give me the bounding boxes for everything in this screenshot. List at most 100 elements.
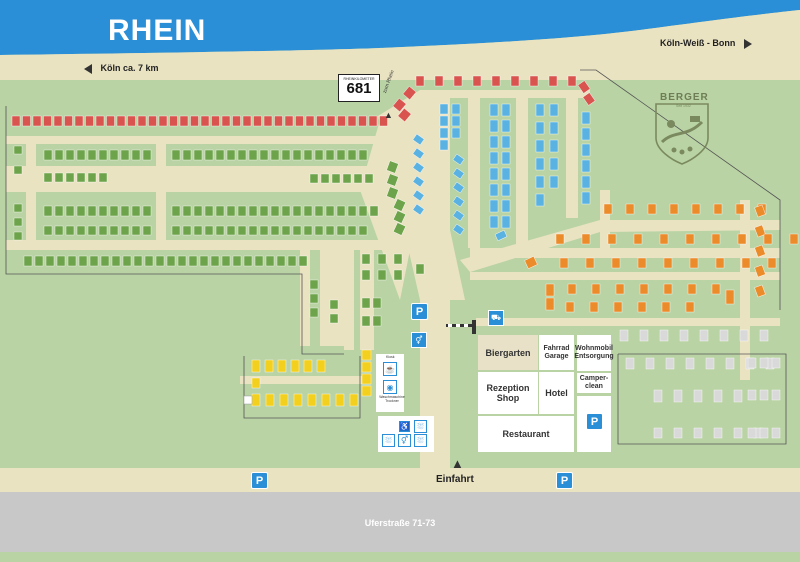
pitch[interactable] [693,389,703,403]
pitch[interactable] [510,75,520,87]
pitch[interactable] [451,115,461,127]
pitch[interactable] [270,225,280,236]
pitch[interactable] [158,115,168,127]
pitch[interactable] [663,257,673,269]
pitch[interactable] [535,175,545,189]
pitch[interactable] [393,269,403,281]
pitch[interactable] [735,203,745,215]
pitch[interactable] [65,172,75,183]
pitch[interactable] [637,301,647,313]
pitch[interactable] [491,75,501,87]
pitch[interactable] [377,269,387,281]
pitch[interactable] [567,283,577,295]
pitch[interactable] [76,205,86,217]
pitch[interactable] [109,205,119,217]
pitch[interactable] [177,255,187,267]
pitch[interactable] [386,186,399,200]
pitch[interactable] [549,121,559,135]
pitch[interactable] [293,393,303,407]
pitch[interactable] [489,167,499,181]
pitch[interactable] [65,225,75,236]
pitch[interactable] [13,217,23,227]
pitch[interactable] [759,389,769,401]
pitch[interactable] [76,172,86,183]
pitch[interactable] [199,255,209,267]
pitch[interactable] [358,205,368,217]
parking-icon[interactable]: P [586,413,603,430]
rezeption-shop[interactable]: Rezeption Shop [478,372,538,414]
pitch[interactable] [754,264,766,278]
biergarten[interactable]: Biergarten [485,347,531,358]
pitch[interactable] [549,103,559,117]
pitch[interactable] [182,205,192,217]
pitch[interactable] [13,231,23,241]
pitch[interactable] [412,147,425,160]
pitch[interactable] [56,255,66,267]
pitch[interactable] [171,149,181,161]
pitch[interactable] [336,205,346,217]
pitch[interactable] [263,115,273,127]
pitch[interactable] [326,115,336,127]
pitch[interactable] [361,253,371,265]
pitch[interactable] [120,205,130,217]
pitch[interactable] [412,175,425,188]
pitch[interactable] [759,357,769,369]
pitch[interactable] [524,256,538,269]
pitch[interactable] [274,115,283,127]
pitch[interactable] [647,203,657,215]
pitch[interactable] [693,427,703,439]
pitch[interactable] [545,283,555,297]
pitch[interactable] [402,85,417,101]
pitch[interactable] [43,115,52,127]
pitch[interactable] [98,205,108,217]
pitch[interactable] [577,80,591,94]
pitch[interactable] [204,205,214,217]
pitch[interactable] [242,115,252,127]
pitch[interactable] [253,115,262,127]
pitch[interactable] [248,149,258,161]
pitch[interactable] [131,149,141,161]
pitch[interactable] [358,225,368,236]
pitch[interactable] [321,393,331,407]
entrance-label[interactable]: Einfahrt [436,474,474,485]
pitch[interactable] [85,115,94,127]
pitch[interactable] [215,205,225,217]
pitch[interactable] [76,149,86,161]
pitch[interactable] [87,225,97,236]
pitch[interactable] [393,198,406,212]
pitch[interactable] [705,357,715,370]
pitch[interactable] [679,329,689,342]
pitch[interactable] [747,357,757,369]
pitch[interactable] [633,233,643,245]
pitch[interactable] [54,149,64,161]
pitch[interactable] [295,115,304,127]
pitch[interactable] [549,157,559,171]
pitch[interactable] [393,253,403,265]
pitch[interactable] [200,115,210,127]
pitch[interactable] [415,263,425,275]
pitch[interactable] [320,173,330,184]
pitch[interactable] [361,373,372,385]
pitch[interactable] [581,191,591,205]
pitch[interactable] [43,205,53,217]
pitch[interactable] [131,225,141,236]
pitch[interactable] [358,115,367,127]
pitch[interactable] [210,255,220,267]
pitch[interactable] [585,257,595,269]
pitch[interactable] [259,149,269,161]
pitch[interactable] [372,297,382,309]
pitch[interactable] [501,199,511,213]
pitch[interactable] [725,357,735,370]
pitch[interactable] [347,205,357,217]
pitch[interactable] [64,115,73,127]
pitch[interactable] [615,283,625,295]
pitch[interactable] [309,173,319,184]
pitch[interactable] [98,172,108,183]
pitch[interactable] [232,115,241,127]
pitch[interactable] [100,255,110,267]
pitch[interactable] [316,115,325,127]
pitch[interactable] [353,173,363,184]
pitch[interactable] [489,119,499,133]
pitch[interactable] [54,172,64,183]
pitch[interactable] [725,289,735,305]
